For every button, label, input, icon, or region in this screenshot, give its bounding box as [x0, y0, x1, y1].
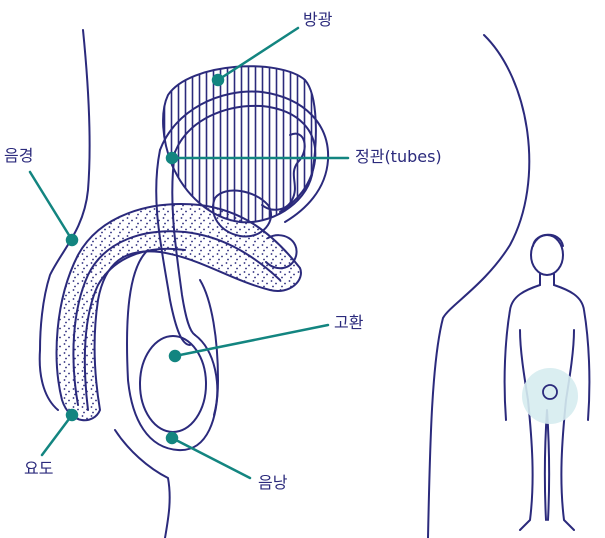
label-urethra: 요도 [24, 461, 53, 477]
pointer-testicle [175, 325, 328, 356]
highlight-circle [522, 368, 578, 424]
pointer-scrotum [172, 438, 250, 478]
label-scrotum: 음낭 [258, 475, 287, 491]
label-bladder: 방광 [303, 12, 332, 28]
label-penis: 음경 [4, 148, 33, 164]
body-back-outline [428, 35, 529, 538]
label-testicle: 고환 [334, 315, 363, 331]
label-vas-deferens: 정관(tubes) [355, 149, 442, 165]
pointer-penis [30, 172, 72, 240]
penis-shaft [57, 204, 301, 420]
pointer-urethra [42, 415, 72, 455]
